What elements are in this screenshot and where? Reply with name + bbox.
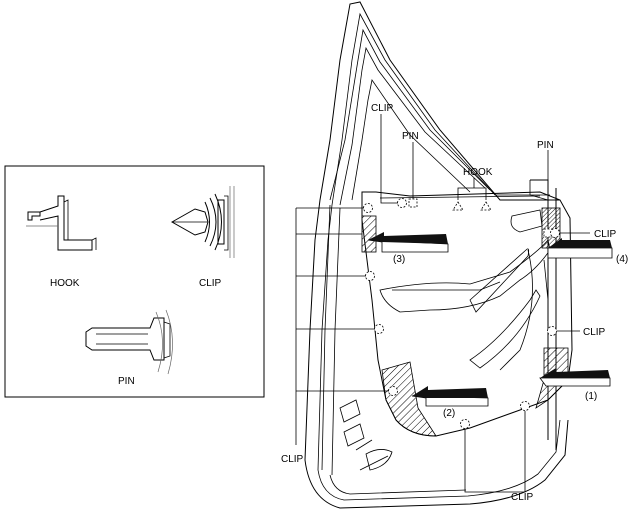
callout-clip-top: CLIP xyxy=(371,103,394,114)
clip-marker xyxy=(550,228,560,238)
grip-area-lower-left xyxy=(381,361,437,437)
callout-clip-right-middle: CLIP xyxy=(583,327,606,338)
step-label-1: (1) xyxy=(585,391,597,402)
leader-lines xyxy=(295,114,590,493)
legend-clip-label: CLIP xyxy=(199,278,222,289)
step-label-2: (2) xyxy=(443,408,455,419)
clip-marker xyxy=(388,386,398,396)
clip-marker xyxy=(363,203,373,213)
clip-marker xyxy=(460,419,470,429)
door-frame xyxy=(304,1,569,509)
hook-marker xyxy=(480,201,492,211)
door-trim-panel xyxy=(361,191,573,437)
clip-marker xyxy=(520,401,530,411)
step-label-3: (3) xyxy=(393,254,405,265)
pin-marker xyxy=(408,198,418,208)
removal-arrow-4 xyxy=(547,238,613,259)
removal-arrow-3 xyxy=(367,232,449,253)
callout-pin-right: PIN xyxy=(537,140,554,151)
clip-marker xyxy=(397,198,407,208)
removal-arrow-2 xyxy=(411,386,489,407)
clip-marker xyxy=(547,326,557,336)
fastener-markers xyxy=(363,198,560,429)
callout-clip-bottom-left: CLIP xyxy=(281,454,304,465)
grip-area-left-upper xyxy=(361,215,377,253)
clip-marker xyxy=(374,324,384,334)
legend-pin-label: PIN xyxy=(118,376,135,387)
clip-illustration xyxy=(170,186,235,258)
removal-arrow-1 xyxy=(539,368,611,387)
hook-marker xyxy=(452,201,464,211)
legend-hook-label: HOOK xyxy=(50,278,80,289)
clip-marker xyxy=(365,271,375,281)
fastener-legend-box: HOOK CLIP PIN xyxy=(4,165,265,398)
callout-hook-top: HOOK xyxy=(463,167,493,178)
callout-clip-bottom-right: CLIP xyxy=(511,492,534,503)
step-label-4: (4) xyxy=(616,254,628,265)
callout-pin-top: PIN xyxy=(402,131,419,142)
hook-illustration xyxy=(26,195,97,251)
callout-clip-right-upper: CLIP xyxy=(594,229,617,240)
pin-illustration xyxy=(85,309,173,375)
